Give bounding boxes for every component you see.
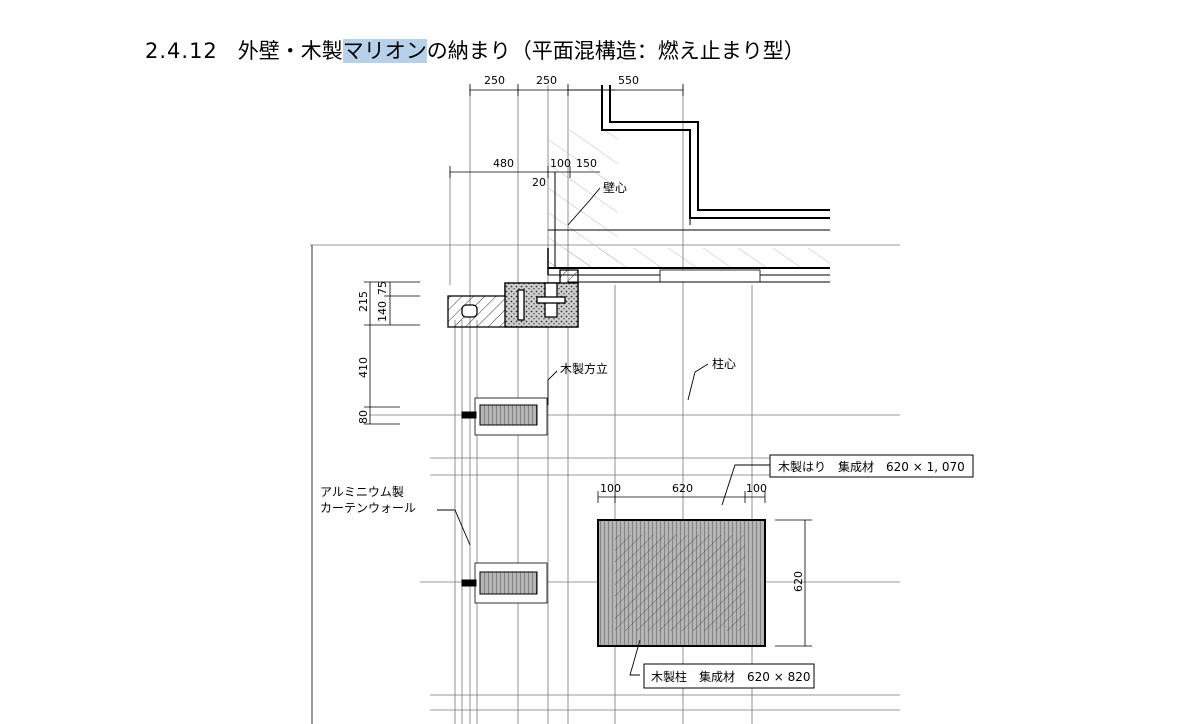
label-curtain-wall-line1: アルミニウム製 (320, 485, 404, 499)
dim-v215: 215 (357, 291, 370, 312)
dim-480: 480 (493, 157, 514, 170)
label-curtain-wall-line2: カーテンウォール (320, 501, 416, 515)
label-wood-beam: 木製はり 集成材 620 × 1, 070 (778, 459, 965, 474)
label-column-center: 柱心 (712, 356, 736, 371)
dim-top-250-a: 250 (484, 74, 505, 87)
dim-v80: 80 (357, 410, 370, 424)
mullion-2 (461, 562, 548, 604)
label-wood-column: 木製柱 集成材 620 × 820 (651, 669, 811, 684)
mullion-1 (461, 397, 548, 436)
label-wood-mullion: 木製方立 (560, 361, 608, 376)
dim-100: 100 (550, 157, 571, 170)
fire-stop-section (447, 269, 579, 328)
dim-v75: 75 (376, 281, 389, 295)
dim-v410: 410 (357, 357, 370, 378)
leader-lines (437, 187, 770, 676)
page-title: 2.4.12 外壁・木製マリオンの納まり（平面混構造：燃え止まり型） (145, 34, 805, 68)
dim-b620: 620 (672, 482, 693, 495)
dimension-lines (311, 84, 812, 724)
label-wall-center: 壁心 (603, 180, 627, 195)
dim-b100-left: 100 (600, 482, 621, 495)
wood-column (597, 519, 766, 647)
dim-b100-right: 100 (746, 482, 767, 495)
dim-top-250-b: 250 (536, 74, 557, 87)
dim-top-550: 550 (618, 74, 639, 87)
annotation-labels: 壁心 木製方立 柱心 アルミニウム製 カーテンウォール 木製はり 集成材 620… (320, 180, 974, 689)
section-number: 2.4.12 (145, 39, 218, 63)
upper-wall (547, 85, 830, 283)
title-text-pre: 外壁・木製 (237, 39, 343, 63)
dim-v140: 140 (376, 301, 389, 322)
title-highlighted-term[interactable]: マリオン (342, 39, 427, 63)
dimension-text: 250 250 550 480 100 150 20 215 140 75 41… (357, 74, 805, 592)
dim-20: 20 (532, 176, 546, 189)
title-text-post: の納まり（平面混構造：燃え止まり型） (426, 39, 805, 63)
dim-150: 150 (576, 157, 597, 170)
dim-v620: 620 (792, 571, 805, 592)
